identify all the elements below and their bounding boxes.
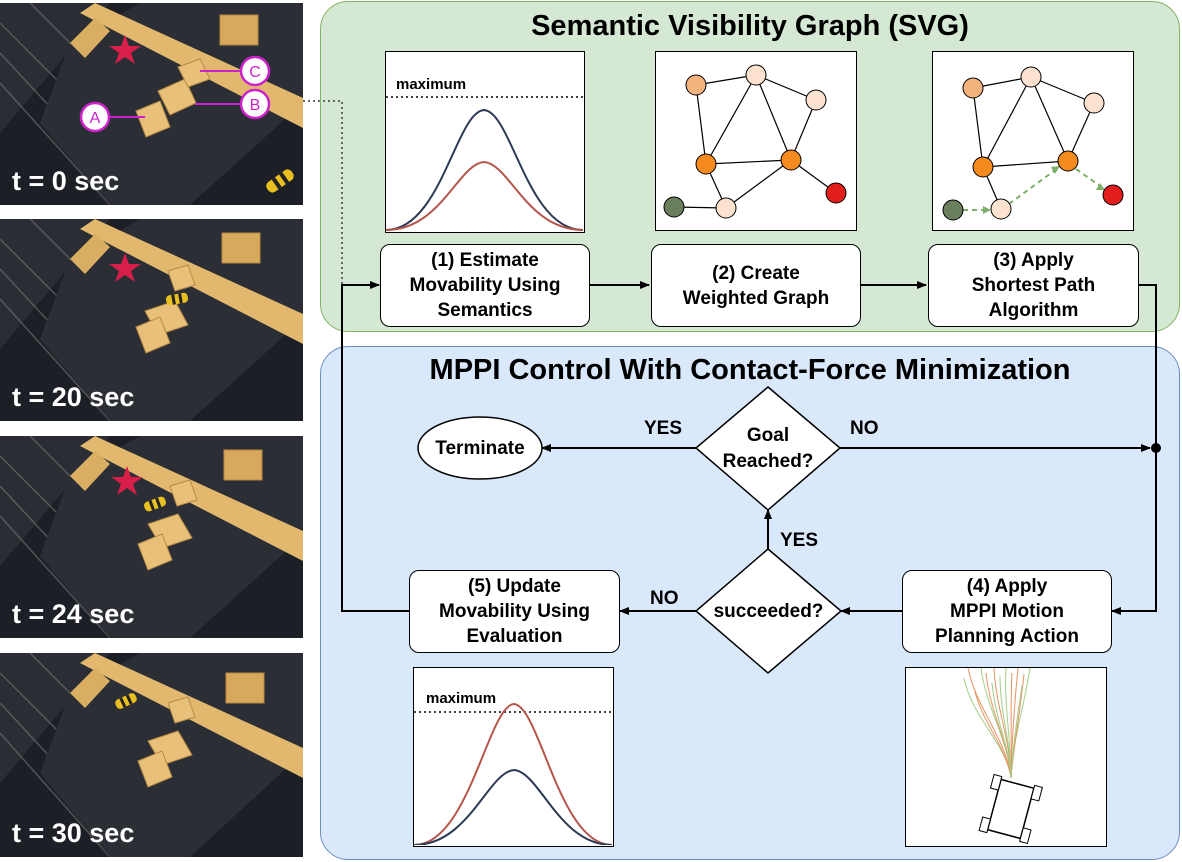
marker-c-icon: C [239, 55, 271, 87]
frame-time-label: t = 20 sec [12, 382, 135, 412]
yes-label-top: YES [644, 418, 683, 439]
maximum-label: maximum [426, 690, 497, 707]
svg-text:C: C [249, 64, 261, 81]
scene-photo: A B C [0, 3, 303, 205]
star-goal-icon [109, 35, 141, 64]
movability-plot-before: maximum [385, 51, 585, 233]
shortest-path-thumbnail [932, 51, 1134, 231]
star-goal-icon [111, 466, 143, 495]
frame-time-label: t = 0 sec [12, 166, 120, 196]
yes-label-mid: YES [780, 530, 819, 551]
step5-update-movability[interactable]: (5) Update Movability Using Evaluation [409, 570, 620, 653]
mppi-panel-title: MPPI Control With Contact-Force Minimiza… [429, 354, 1071, 386]
frame-time-label: t = 24 sec [12, 599, 135, 629]
svg-panel-title: Semantic Visibility Graph (SVG) [531, 10, 969, 42]
scene-photo [0, 653, 303, 857]
movability-plot-after: maximum [413, 667, 614, 847]
scene-photo [0, 219, 303, 421]
frame-time-label: t = 30 sec [12, 818, 135, 848]
terminate-label: Terminate [435, 438, 525, 459]
weighted-graph-thumbnail [655, 51, 857, 231]
svg-text:B: B [250, 97, 261, 114]
no-label-top: NO [850, 418, 879, 439]
frame-t20: t = 20 sec [0, 219, 303, 421]
frame-t30: t = 30 sec [0, 653, 303, 857]
goal-reached-label: Goal Reached? [722, 425, 814, 472]
star-goal-icon [109, 253, 141, 282]
marker-b-icon: B [239, 88, 271, 120]
scene-photo [0, 436, 303, 638]
succeeded-label: succeeded? [713, 601, 824, 622]
step4-apply-mppi[interactable]: (4) Apply MPPI Motion Planning Action [902, 570, 1112, 653]
step1-estimate-movability[interactable]: (1) Estimate Movability Using Semantics [380, 244, 590, 327]
no-label-bottom: NO [650, 588, 679, 609]
mppi-trajectories-thumbnail [905, 667, 1107, 847]
step2-create-weighted-graph[interactable]: (2) Create Weighted Graph [651, 244, 861, 327]
marker-a-icon: A [79, 101, 111, 133]
svg-text:A: A [90, 110, 101, 127]
frame-t24: t = 24 sec [0, 436, 303, 638]
maximum-label: maximum [396, 76, 467, 93]
frame-t0: A B C t = 0 sec [0, 3, 303, 205]
step3-apply-shortest-path[interactable]: (3) Apply Shortest Path Algorithm [928, 244, 1139, 327]
